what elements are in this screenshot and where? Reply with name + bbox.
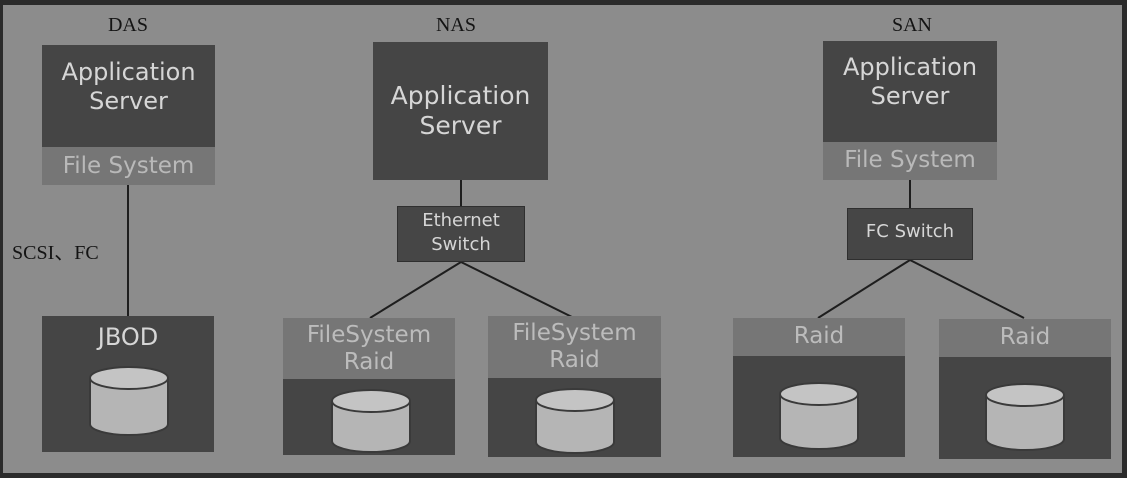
nas-left-storage-line2: Raid bbox=[343, 349, 395, 375]
nas-left-disk-icon bbox=[331, 389, 411, 453]
nas-switch-line2: Switch bbox=[431, 234, 491, 255]
nas-app-server-line2: Server bbox=[419, 111, 502, 140]
san-left-disk-icon bbox=[779, 382, 859, 450]
nas-left-filesystem-raid: FileSystem Raid bbox=[283, 318, 455, 379]
nas-left-disk-area bbox=[283, 379, 455, 455]
nas-right-disk-area bbox=[488, 378, 661, 457]
nas-app-server-line1: Application bbox=[390, 81, 531, 110]
das-file-system-label: File System bbox=[62, 153, 195, 179]
nas-application-server: Application Server bbox=[373, 42, 548, 180]
das-disk-icon bbox=[89, 366, 169, 436]
nas-right-storage-line2: Raid bbox=[549, 347, 600, 373]
san-fc-switch-label: FC Switch bbox=[865, 221, 955, 242]
nas-switch-line1: Ethernet bbox=[422, 210, 500, 231]
nas-title: NAS bbox=[435, 14, 476, 36]
das-app-server-line2: Server bbox=[89, 87, 168, 115]
san-file-system-label: File System bbox=[844, 147, 976, 173]
san-switch-right-connector bbox=[909, 259, 1025, 319]
san-right-disk-area bbox=[939, 357, 1111, 459]
das-title: DAS bbox=[107, 14, 148, 36]
san-file-system: File System bbox=[823, 142, 997, 180]
das-file-system: File System bbox=[42, 147, 215, 185]
das-application-server: Application Server bbox=[42, 45, 215, 147]
san-right-raid: Raid bbox=[939, 319, 1111, 357]
san-left-disk-area bbox=[733, 356, 905, 457]
nas-right-disk-icon bbox=[535, 388, 615, 454]
san-right-disk-icon bbox=[985, 383, 1065, 451]
das-jbod-label: JBOD bbox=[97, 323, 159, 351]
nas-switch-right-connector bbox=[460, 261, 575, 319]
nas-right-filesystem-raid: FileSystem Raid bbox=[488, 316, 661, 378]
san-application-server: Application Server bbox=[823, 41, 997, 142]
san-app-server-line1: Application bbox=[842, 53, 978, 81]
san-switch-left-connector bbox=[817, 259, 911, 319]
san-left-raid-label: Raid bbox=[793, 323, 845, 349]
san-title: SAN bbox=[891, 14, 932, 36]
nas-left-storage-line1: FileSystem bbox=[306, 322, 432, 348]
san-app-server-line2: Server bbox=[870, 82, 950, 110]
san-right-raid-label: Raid bbox=[999, 324, 1051, 350]
nas-switch-left-connector bbox=[369, 261, 462, 319]
das-app-server-line1: Application bbox=[61, 58, 196, 86]
san-fc-switch: FC Switch bbox=[847, 208, 973, 260]
nas-right-storage-line1: FileSystem bbox=[512, 320, 637, 346]
san-left-raid: Raid bbox=[733, 318, 905, 356]
nas-ethernet-switch: Ethernet Switch bbox=[397, 206, 525, 262]
das-link-label: SCSI、FC bbox=[12, 242, 99, 264]
das-jbod-storage: JBOD bbox=[42, 316, 214, 452]
